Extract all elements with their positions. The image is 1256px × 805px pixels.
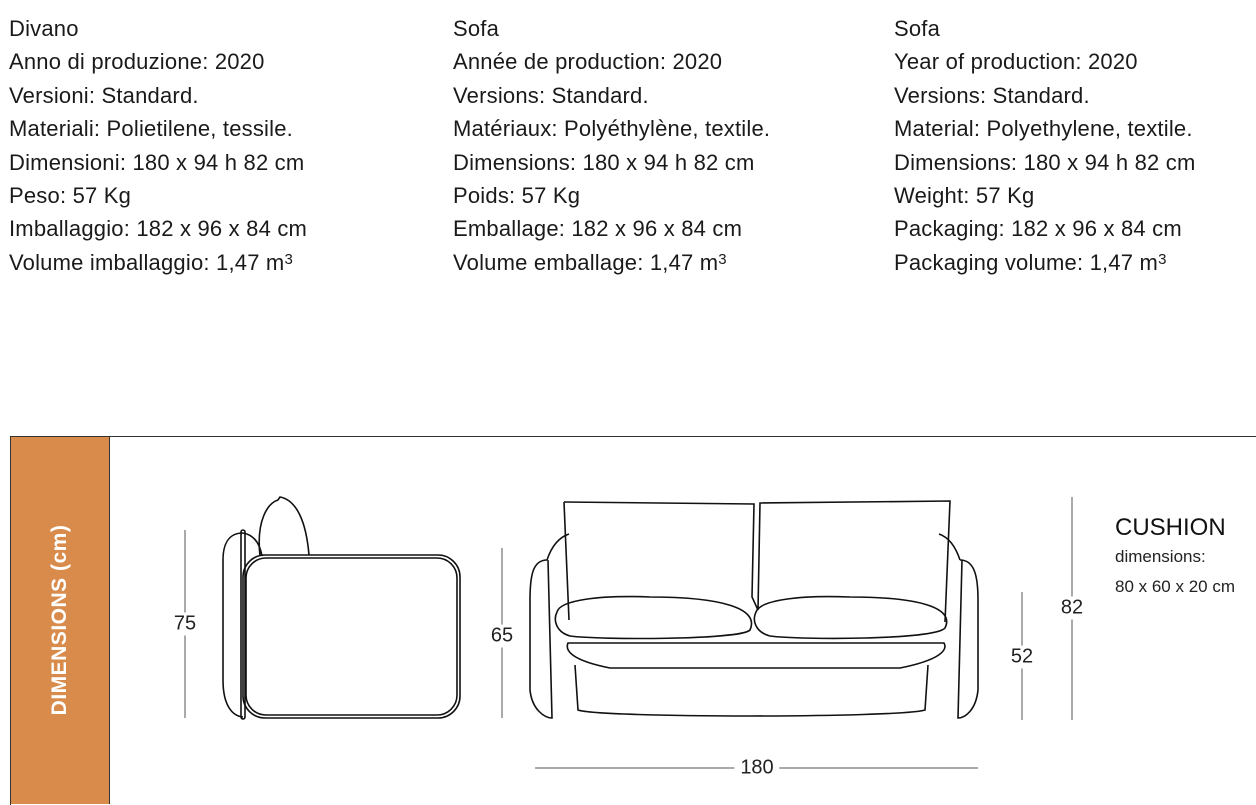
cushion-size: 80 x 60 x 20 cm xyxy=(1115,577,1236,596)
spec-line: Materiali: Polietilene, tessile. xyxy=(9,116,293,142)
spec-line: Weight: 57 Kg xyxy=(894,183,1035,209)
dimensions-side-label: DIMENSIONS (cm) xyxy=(11,437,110,804)
cushion-subtitle: dimensions: xyxy=(1115,547,1206,566)
spec-volume: Volume imballaggio: 1,47 m3 xyxy=(9,246,307,279)
front-view-drawing xyxy=(501,500,979,719)
spec-line: Versions: Standard. xyxy=(894,82,1090,108)
volume-label: Packaging volume: 1,47 m xyxy=(894,249,1159,275)
spec-volume: Packaging volume: 1,47 m3 xyxy=(894,246,1196,279)
spec-line: Divano xyxy=(9,16,79,41)
spec-line: Dimensions: 180 x 94 h 82 cm xyxy=(894,149,1196,175)
front-seat-back-label: 65 xyxy=(487,624,517,648)
spec-line: Poids: 57 Kg xyxy=(453,183,581,209)
spec-line: Imballaggio: 182 x 96 x 84 cm xyxy=(9,216,308,242)
volume-label: Volume imballaggio: 1,47 m xyxy=(9,249,285,275)
spec-line: Versions: Standard. xyxy=(453,82,649,108)
total-height-label: 82 xyxy=(1057,596,1087,620)
spec-volume: Volume emballage: 1,47 m3 xyxy=(453,246,770,279)
volume-label: Volume emballage: 1,47 m xyxy=(453,249,719,275)
side-height-label: 75 xyxy=(170,612,200,636)
spec-line: Dimensioni: 180 x 94 h 82 cm xyxy=(9,149,305,175)
side-view-drawing xyxy=(184,496,461,720)
dimensions-frame xyxy=(10,436,1256,805)
cushion-info: CUSHION dimensions: 80 x 60 x 20 cm xyxy=(1115,514,1235,602)
cushion-title: CUSHION xyxy=(1115,514,1226,541)
spec-line: Anno di produzione: 2020 xyxy=(9,49,265,75)
volume-exponent: 3 xyxy=(1158,250,1167,268)
spec-line: Sofa xyxy=(453,16,500,41)
spec-line: Dimensions: 180 x 94 h 82 cm xyxy=(453,149,755,175)
spec-line: Material: Polyethylene, textile. xyxy=(894,116,1193,142)
spec-line: Peso: 57 Kg xyxy=(9,183,132,209)
spec-column-french: Sofa Année de production: 2020 Versions:… xyxy=(453,12,770,279)
seat-height-label: 52 xyxy=(1007,645,1037,669)
spec-line: Année de production: 2020 xyxy=(453,49,723,75)
spec-line: Year of production: 2020 xyxy=(894,49,1138,75)
width-label: 180 xyxy=(734,756,780,780)
spec-column-italian: Divano Anno di produzione: 2020 Versioni… xyxy=(9,12,307,279)
spec-line: Matériaux: Polyéthylène, textile. xyxy=(453,116,771,142)
volume-exponent: 3 xyxy=(284,250,294,268)
spec-line: Emballage: 182 x 96 x 84 cm xyxy=(453,216,743,242)
spec-line: Packaging: 182 x 96 x 84 cm xyxy=(894,216,1182,242)
spec-line: Sofa xyxy=(894,16,941,41)
spec-column-english: Sofa Year of production: 2020 Versions: … xyxy=(894,12,1196,279)
volume-exponent: 3 xyxy=(718,250,727,268)
spec-line: Versioni: Standard. xyxy=(9,82,199,108)
